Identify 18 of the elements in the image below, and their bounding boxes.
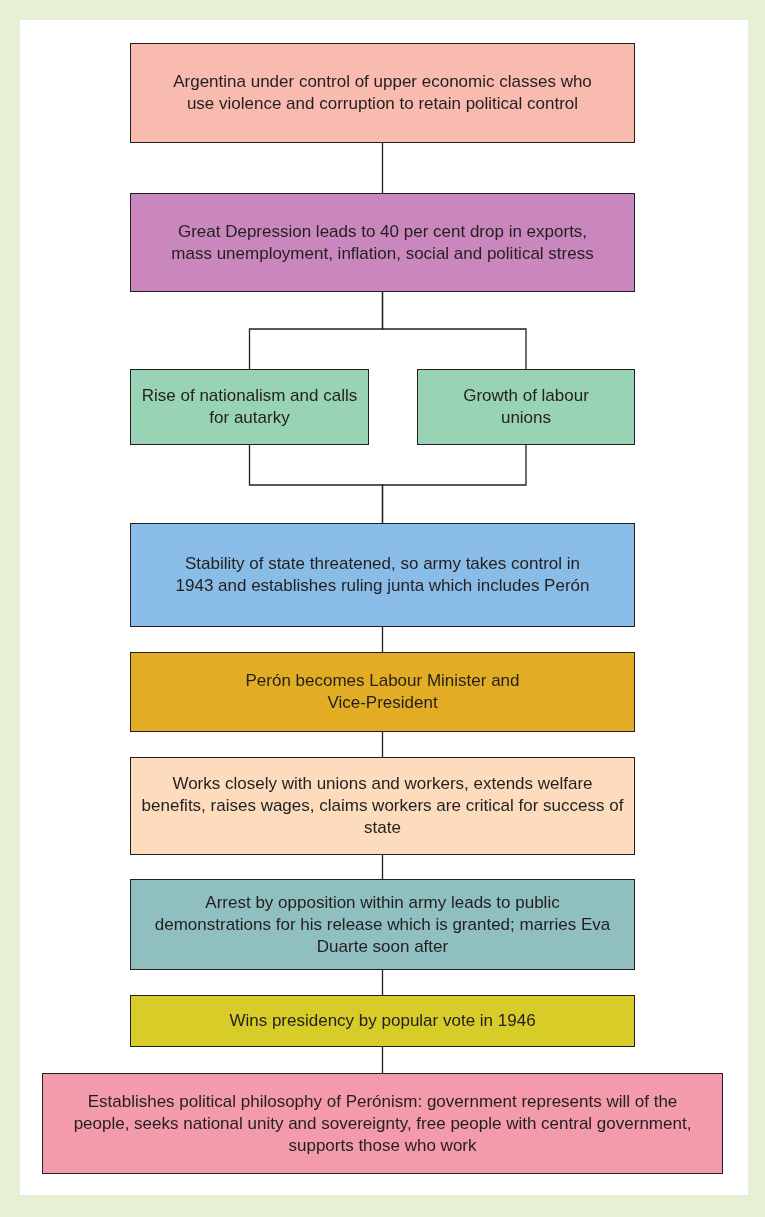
connector-line xyxy=(381,1046,384,1074)
process-box: Works closely with unions and workers, extends welfare benefits, raises wages, claims workers are critical for success of state xyxy=(130,757,635,855)
process-box: Growth of labour unions xyxy=(417,369,635,445)
connector-line xyxy=(381,626,384,653)
process-box: Arrest by opposition within army leads to public demonstrations for his release which is granted; marries Eva Duarte soon after xyxy=(130,879,635,970)
connector-line xyxy=(381,731,384,758)
process-box: Rise of nationalism and calls for autarky xyxy=(130,369,369,445)
process-box: Great Depression leads to 40 per cent drop in exports, mass unemployment, inflation, social and political stress xyxy=(130,193,635,292)
connector-line xyxy=(381,444,527,524)
process-box: Perón becomes Labour Minister and Vice-President xyxy=(130,652,635,732)
process-box: Argentina under control of upper economic classes who use violence and corruption to retain political control xyxy=(130,43,635,143)
process-box: Establishes political philosophy of Perónism: government represents will of the people, seeks national unity and sovereignty, free people with central government, supports those who work xyxy=(42,1073,723,1174)
connector-line xyxy=(381,291,527,370)
connector-line xyxy=(381,142,384,194)
process-box: Wins presidency by popular vote in 1946 xyxy=(130,995,635,1047)
process-box: Stability of state threatened, so army takes control in 1943 and establishes ruling junta which includes Perón xyxy=(130,523,635,627)
connector-line xyxy=(381,969,384,996)
connector-line xyxy=(381,854,384,880)
